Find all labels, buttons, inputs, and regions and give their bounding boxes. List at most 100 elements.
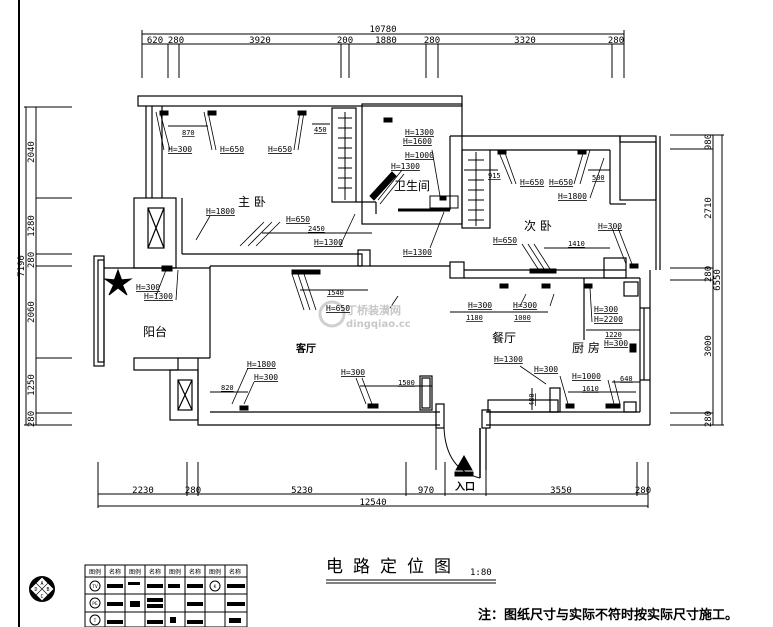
top-dimension-lines: [141, 30, 625, 78]
dim-bottom-total: 12540: [359, 498, 386, 508]
compass-letter-a: A: [40, 581, 43, 587]
annot: H=1300: [391, 162, 420, 171]
compass-letter-b: B: [46, 587, 49, 593]
dim-top: 3920: [249, 36, 271, 46]
drawing-title: 电路定位图: [326, 557, 461, 577]
annot: 1610: [582, 385, 599, 393]
wardrobe-hangers-second: [468, 152, 484, 226]
compass-letter-d: D: [34, 587, 37, 593]
socket-icon: [159, 110, 169, 116]
socket-icon: [529, 268, 557, 274]
socket-icon: [583, 283, 593, 289]
socket-icon: [629, 263, 639, 269]
exhaust-icon: [629, 343, 637, 353]
annot: 450: [314, 126, 327, 134]
socket-icon: [541, 283, 551, 289]
socket-icon: [239, 405, 249, 411]
switch-icon: [161, 265, 173, 272]
annot: 2450: [308, 225, 325, 233]
dim-right-total: 6550: [713, 269, 723, 291]
left-dimension-lines: [24, 106, 72, 426]
socket-icon: [297, 110, 307, 116]
room-master-bedroom: 主 卧: [238, 195, 266, 209]
drawing-border: [18, 0, 20, 627]
annot: H=1000: [405, 151, 434, 160]
dim-top: 1880: [375, 36, 397, 46]
annot: 1000: [514, 314, 531, 322]
annot: 870: [182, 129, 195, 137]
legend-header: 图例: [129, 568, 141, 576]
dim-top: 200: [337, 36, 353, 46]
dim-left: 280: [27, 411, 37, 427]
room-entrance: 入口: [455, 481, 475, 493]
annot: 1180: [466, 314, 483, 322]
socket-icon: [605, 403, 621, 409]
annot: H=300: [136, 283, 160, 292]
legend-header: 名称: [109, 568, 121, 576]
dim-left: 2040: [27, 141, 37, 163]
compass-letter-c: C: [40, 594, 43, 600]
dim-left: 280: [27, 252, 37, 268]
annot: H=650: [220, 145, 244, 154]
legend-header: 名称: [149, 568, 161, 576]
annot: H=1300: [314, 238, 343, 247]
dim-right: 280: [704, 411, 714, 427]
room-kitchen: 厨 房: [572, 340, 600, 355]
annot: H=300: [598, 222, 622, 231]
socket-icon: [577, 149, 587, 155]
annot: H=1800: [247, 360, 276, 369]
annot: 480: [528, 393, 536, 406]
annot: H=2200: [594, 315, 623, 324]
dim-top: 280: [424, 36, 440, 46]
entrance-arrow-icon: [454, 454, 474, 477]
dim-bottom: 280: [635, 486, 651, 496]
watermark-logo: 丁桥装潢网 dingqiao.cc: [318, 300, 411, 330]
annot: 1540: [327, 289, 344, 297]
annot: H=650: [268, 145, 292, 154]
dim-right: 980: [704, 134, 714, 150]
ceiling-fan-icon: [103, 268, 133, 296]
annot: H=650: [549, 178, 573, 187]
socket-icon: [439, 195, 447, 201]
watermark-en: dingqiao.cc: [346, 319, 411, 330]
annot: H=650: [286, 215, 310, 224]
dim-left: 2060: [27, 301, 37, 323]
annot: H=300: [604, 339, 628, 348]
annot: H=300: [594, 305, 618, 314]
dim-top: 280: [608, 36, 624, 46]
annot: H=1000: [572, 372, 601, 381]
room-dining: 餐厅: [492, 330, 516, 345]
mirror-light-icon: [369, 171, 397, 201]
door-swing: [443, 427, 481, 479]
annot: 640: [620, 375, 633, 383]
legend-header: 图例: [89, 568, 101, 576]
annot: H=1800: [558, 192, 587, 201]
annot: H=300: [341, 368, 365, 377]
annot: 915: [488, 172, 501, 180]
dim-right: 3000: [704, 335, 714, 357]
socket-icon: [499, 283, 509, 289]
dim-top: 3320: [514, 36, 536, 46]
socket-icon: [291, 269, 321, 275]
dim-bottom: 2230: [132, 486, 154, 496]
annot: H=650: [326, 304, 350, 313]
room-second-bedroom: 次 卧: [524, 219, 552, 233]
dim-right: 2710: [704, 197, 714, 219]
socket-icon: [383, 117, 393, 123]
right-dimension-lines: [670, 134, 724, 426]
annot: H=300: [468, 301, 492, 310]
dim-top: 620: [147, 36, 163, 46]
room-living: 客厅: [295, 342, 316, 355]
annot: H=650: [493, 236, 517, 245]
dim-right: 280: [704, 266, 714, 282]
watermark-cn: 丁桥装潢网: [346, 303, 401, 317]
annot: H=300: [168, 145, 192, 154]
electrical-symbols: [103, 110, 639, 477]
socket-icon: [565, 403, 575, 409]
walls: [93, 95, 661, 470]
dim-top-total: 10780: [369, 25, 396, 35]
legend-header: 图例: [169, 568, 181, 576]
annot: H=300: [513, 301, 537, 310]
annot: H=1300: [494, 355, 523, 364]
leader-lines: [155, 111, 633, 405]
